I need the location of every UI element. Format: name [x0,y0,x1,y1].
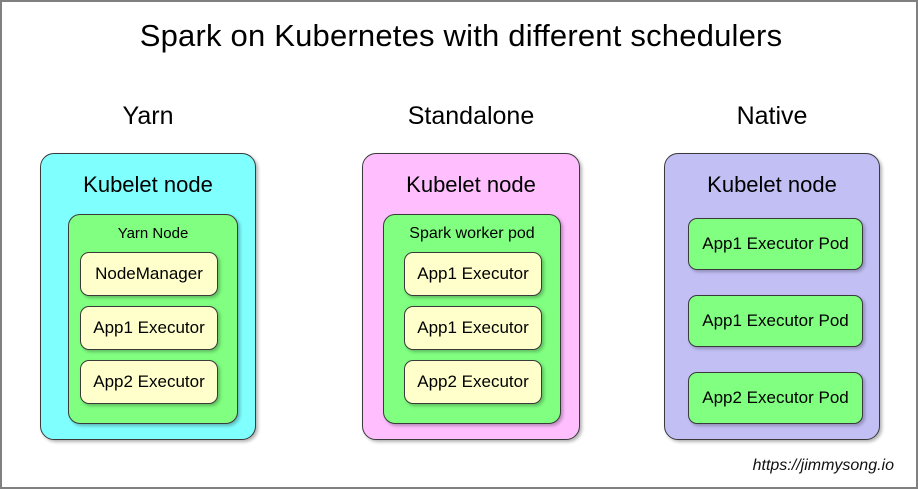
kubelet-node-label: Kubelet node [707,172,837,197]
leaf-box: App1 Executor [80,306,218,350]
kubelet-node-standalone: Kubelet node Spark worker pod App1 Execu… [362,153,580,440]
column-header-yarn: Yarn [122,102,174,130]
column-header-native: Native [736,102,808,130]
kubelet-node-native: Kubelet node App1 Executor Pod App1 Exec… [664,153,880,440]
leaf-box: App1 Executor Pod [688,218,863,270]
leaf-box: App1 Executor Pod [688,295,863,347]
leaf-box: App2 Executor Pod [688,372,863,424]
leaf-box: App1 Executor [404,306,542,350]
kubelet-node-label: Kubelet node [83,172,213,197]
leaf-box: NodeManager [80,252,218,296]
kubelet-node-yarn: Kubelet node Yarn Node NodeManager App1 … [40,153,256,440]
spark-worker-pod-label: Spark worker pod [409,225,535,242]
kubelet-node-label: Kubelet node [406,172,536,197]
column-header-standalone: Standalone [407,102,535,130]
source-watermark: https://jimmysong.io [752,457,894,474]
leaf-box: App1 Executor [404,252,542,296]
yarn-node-label: Yarn Node [117,225,189,242]
spark-worker-pod-container: Spark worker pod App1 Executor App1 Exec… [383,214,561,424]
yarn-node-container: Yarn Node NodeManager App1 Executor App2… [68,214,238,424]
leaf-box: App2 Executor [404,360,542,404]
page-title: Spark on Kubernetes with different sched… [139,18,783,53]
leaf-box: App2 Executor [80,360,218,404]
